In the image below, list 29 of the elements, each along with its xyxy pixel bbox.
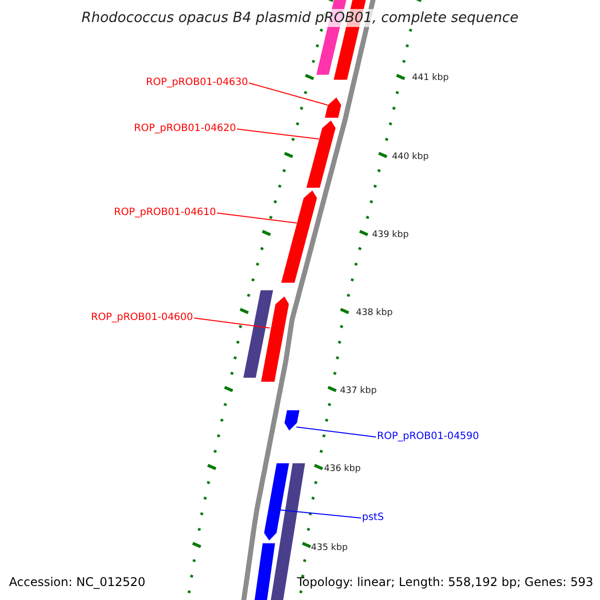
tick-label: 437 kbp: [340, 387, 377, 396]
gene-bar: [324, 96, 342, 118]
gene-label: pstS: [362, 513, 384, 523]
gene-bar: [252, 542, 276, 600]
tick-label: 440 kbp: [392, 153, 429, 162]
tick-label: 438 kbp: [356, 309, 393, 318]
gene-bar: [284, 410, 300, 432]
leader-line: [280, 510, 362, 518]
tick-label: 436 kbp: [324, 465, 361, 474]
gene-bar: [263, 462, 290, 542]
gene-bar: [242, 290, 274, 378]
tick-label: 441 kbp: [412, 74, 449, 83]
gene-bar: [260, 296, 290, 382]
gene-label: ROP_pROB01-04610: [114, 208, 216, 218]
accession-text: Accession: NC_012520: [9, 576, 146, 588]
tick-label: 435 kbp: [311, 544, 348, 553]
gene-label: ROP_pROB01-04620: [134, 124, 236, 134]
gene-label: ROP_pROB01-04590: [377, 432, 480, 442]
leader-line: [236, 128, 320, 140]
gene-label: ROP_pROB01-04630: [146, 78, 248, 88]
leader-line: [296, 426, 376, 438]
leader-line: [194, 318, 270, 328]
summary-text: Topology: linear; Length: 558,192 bp; Genes: 593: [297, 576, 594, 588]
gene-bar: [280, 190, 318, 284]
gene-bar: [306, 120, 336, 188]
leader-line: [248, 82, 328, 106]
gene-label: ROP_pROB01-04600: [91, 313, 194, 323]
tick-label: 439 kbp: [372, 231, 409, 240]
leader-line: [216, 212, 298, 224]
